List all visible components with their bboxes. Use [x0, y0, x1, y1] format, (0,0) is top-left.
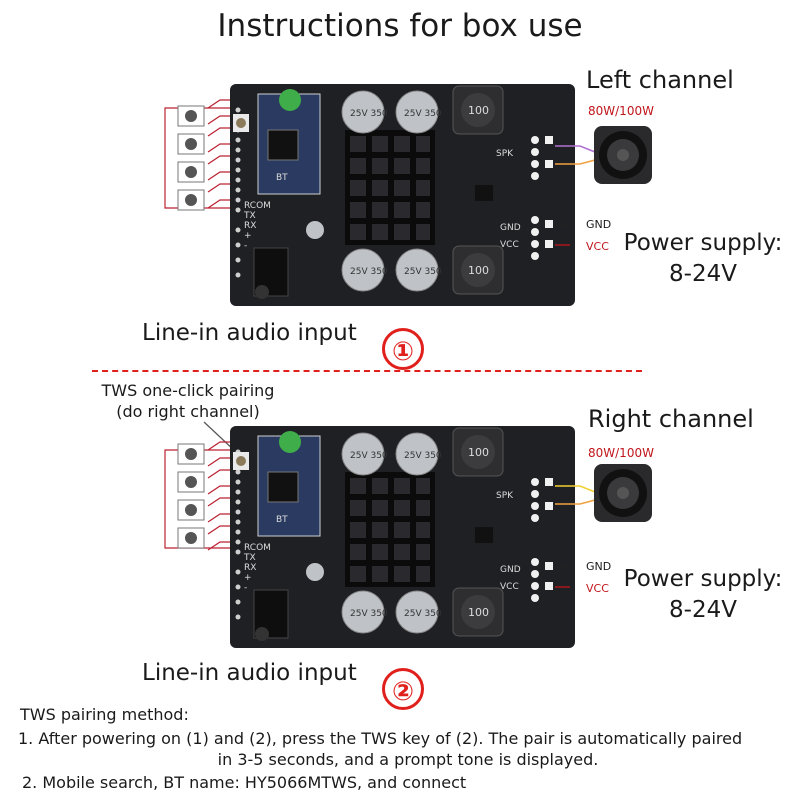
- right-channel-label: Right channel: [588, 405, 754, 433]
- power-supply-title: Power supply:: [623, 566, 783, 592]
- svg-text:SPK: SPK: [496, 491, 514, 501]
- power-supply-label: Power supply: 8-24V: [618, 228, 788, 290]
- power-rating-label: 80W/100W: [588, 104, 654, 118]
- svg-text:+: +: [244, 573, 252, 583]
- left-channel-label: Left channel: [586, 66, 734, 94]
- line-in-label: Line-in audio input: [142, 660, 357, 686]
- method-step1-line2: in 3-5 seconds, and a prompt tone is dis…: [217, 750, 599, 769]
- board-number-badge: ①: [382, 328, 424, 370]
- capacitors: 25V 350 25V 350 25V 350 25V 350: [306, 432, 442, 634]
- capacitors: 25V 350 25V 350 25V 350 25V 350: [306, 90, 442, 292]
- svg-text:TX: TX: [243, 211, 256, 221]
- svg-text:25V 350: 25V 350: [350, 109, 388, 119]
- divider: [92, 370, 642, 372]
- board-number-badge: ②: [382, 668, 424, 710]
- svg-text:VCC: VCC: [500, 240, 519, 250]
- svg-text:25V 350: 25V 350: [350, 451, 388, 461]
- svg-text:RX: RX: [244, 221, 256, 231]
- gnd-label: GND: [586, 560, 612, 573]
- svg-text:-: -: [244, 241, 247, 251]
- svg-text:RCOM: RCOM: [244, 543, 271, 553]
- svg-text:RX: RX: [244, 563, 256, 573]
- svg-text:TX: TX: [243, 553, 256, 563]
- svg-text:+: +: [244, 231, 252, 241]
- page-title: Instructions for box use: [217, 8, 583, 44]
- method-heading: TWS pairing method:: [20, 705, 189, 724]
- svg-text:RCOM: RCOM: [244, 201, 271, 211]
- inductors: 100 100: [452, 85, 504, 295]
- svg-text:GND: GND: [500, 565, 521, 575]
- power-supply-range: 8-24V: [669, 597, 737, 623]
- svg-text:25V 350: 25V 350: [404, 451, 442, 461]
- svg-text:100: 100: [468, 264, 489, 277]
- tws-note: TWS one-click pairing (do right channel): [88, 380, 288, 422]
- tactile-buttons: [177, 105, 205, 211]
- svg-text:100: 100: [468, 104, 489, 117]
- vcc-label: VCC: [586, 582, 609, 595]
- svg-text:25V 350: 25V 350: [404, 609, 442, 619]
- vcc-label: VCC: [586, 240, 609, 253]
- svg-text:25V 350: 25V 350: [404, 267, 442, 277]
- gnd-label: GND: [586, 218, 612, 231]
- pin-labels: RCOM TX RX + -: [243, 543, 271, 593]
- inductors: 100 100: [452, 427, 504, 637]
- amplifier-board-1: BT RCOM TX RX + - 25V 350 25V 350 25V 35…: [164, 84, 596, 306]
- power-supply-range: 8-24V: [669, 261, 737, 287]
- power-supply-title: Power supply:: [623, 230, 783, 256]
- speaker-icon: [594, 464, 652, 522]
- tws-note-line1: TWS one-click pairing: [101, 381, 275, 400]
- amplifier-board-2: BT RCOM TX RX + - 25V 350 25V 350 25V 35…: [164, 426, 596, 648]
- power-rating-label: 80W/100W: [588, 446, 654, 460]
- svg-text:SPK: SPK: [496, 149, 514, 159]
- power-supply-label: Power supply: 8-24V: [618, 564, 788, 626]
- tactile-buttons: [177, 443, 205, 549]
- svg-text:25V 350: 25V 350: [350, 267, 388, 277]
- svg-text:100: 100: [468, 606, 489, 619]
- svg-text:25V 350: 25V 350: [350, 609, 388, 619]
- svg-text:100: 100: [468, 446, 489, 459]
- method-step2: 2. Mobile search, BT name: HY5066MTWS, a…: [22, 773, 467, 792]
- svg-text:BT: BT: [276, 173, 288, 183]
- pin-labels: RCOM TX RX + -: [243, 201, 271, 251]
- speaker-icon: [594, 126, 652, 184]
- svg-text:25V 350: 25V 350: [404, 109, 442, 119]
- line-in-label: Line-in audio input: [142, 320, 357, 346]
- svg-text:GND: GND: [500, 223, 521, 233]
- tws-note-line2: (do right channel): [116, 402, 260, 421]
- method-step1-line1: 1. After powering on (1) and (2), press …: [18, 729, 743, 748]
- svg-text:-: -: [244, 583, 247, 593]
- svg-text:BT: BT: [276, 515, 288, 525]
- svg-text:VCC: VCC: [500, 582, 519, 592]
